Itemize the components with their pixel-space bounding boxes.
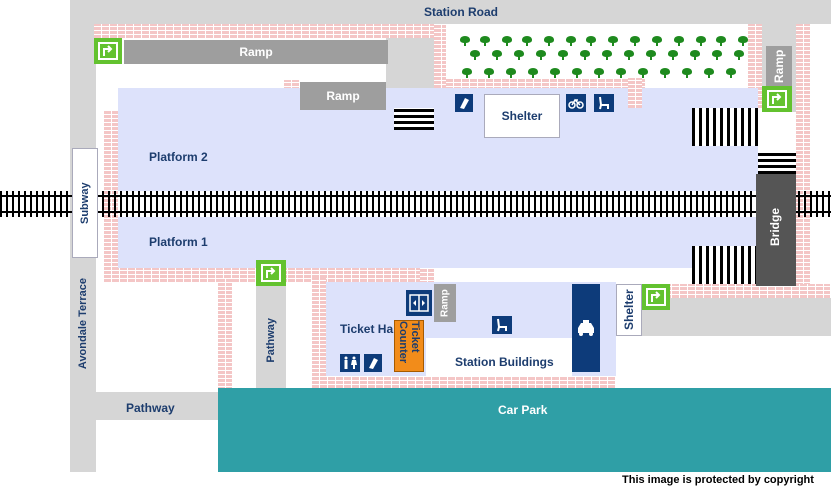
tree-icon <box>726 68 736 78</box>
tree-icon <box>462 68 472 78</box>
tree-icon <box>682 68 692 78</box>
bridge-label: Bridge <box>768 208 782 247</box>
tree-icon <box>470 50 480 60</box>
top-shelter: Shelter <box>484 94 560 138</box>
platform-1-label: Platform 1 <box>149 235 208 249</box>
platform-2-label: Platform 2 <box>149 150 208 164</box>
seat-icon <box>492 316 512 334</box>
tree-icon <box>536 50 546 60</box>
tree-icon <box>506 68 516 78</box>
tree-icon <box>696 36 706 46</box>
garden-right-wall <box>748 24 762 106</box>
tree-icon <box>660 68 670 78</box>
tree-icon <box>602 50 612 60</box>
tree-icon <box>586 36 596 46</box>
ticket-counter: Ticket Counter <box>394 320 424 372</box>
tree-icon <box>522 36 532 46</box>
tree-icon <box>514 50 524 60</box>
exit-sign-icon <box>261 264 281 282</box>
crossing-platform2 <box>692 108 758 146</box>
bridge <box>756 174 796 286</box>
exit-sign-icon <box>767 90 787 108</box>
crossing-bridge-top <box>758 150 796 174</box>
bicycle-icon <box>566 94 586 112</box>
tree-icon <box>608 36 618 46</box>
tree-icon <box>550 68 560 78</box>
station-road-label: Station Road <box>424 5 498 19</box>
exit-sign-pathway <box>256 260 286 286</box>
tree-icon <box>712 50 722 60</box>
crossing-platform1 <box>692 246 758 284</box>
tree-icon <box>484 68 494 78</box>
car-park-north-wall <box>312 376 616 388</box>
shelter-upper-wall <box>446 78 646 90</box>
info-point-icon <box>364 354 382 372</box>
tree-icon <box>646 50 656 60</box>
exit-sign-carpark <box>642 284 670 310</box>
tree-icon <box>528 68 538 78</box>
tree-icon <box>668 50 678 60</box>
station-buildings-label: Station Buildings <box>455 355 554 369</box>
car-park <box>218 388 831 472</box>
tree-icon <box>616 68 626 78</box>
tree-icon <box>704 68 714 78</box>
ticket-counter-label: Ticket Counter <box>397 321 421 364</box>
platform-1 <box>118 217 758 268</box>
east-boundary-wall <box>796 24 810 298</box>
tree-icon <box>566 36 576 46</box>
tree-icon <box>480 36 490 46</box>
middle-ramp: Ramp <box>300 82 386 110</box>
lift-icon <box>406 290 432 316</box>
tree-icon <box>558 50 568 60</box>
crossing-upper <box>394 108 434 130</box>
seat-icon <box>594 94 614 112</box>
tree-icon <box>734 50 744 60</box>
ticket-hall-ramp: Ramp <box>434 284 456 322</box>
right-ramp: Ramp <box>766 46 792 86</box>
ticket-hall-west-wall <box>312 278 326 388</box>
top-ramp: Ramp <box>124 40 388 64</box>
tree-icon <box>630 36 640 46</box>
right-shelter: Shelter <box>616 284 642 336</box>
exit-sign-icon <box>646 288 666 306</box>
taxi-icon <box>578 320 594 336</box>
exit-sign-icon <box>98 42 118 60</box>
tree-icon <box>572 68 582 78</box>
tree-icon <box>544 36 554 46</box>
bottom-pathway-label: Pathway <box>126 401 175 415</box>
station-buildings <box>426 338 572 376</box>
exit-sign-top <box>94 38 122 64</box>
station-road <box>70 0 831 24</box>
avondale-terrace-label: Avondale Terrace <box>77 278 89 370</box>
toilets-icon <box>340 354 360 372</box>
middle-pathway-label: Pathway <box>265 318 277 363</box>
car-park-label: Car Park <box>498 403 548 417</box>
exit-sign-right <box>762 86 792 112</box>
copyright-notice: This image is protected by copyright <box>622 474 814 486</box>
taxi-rank <box>572 284 600 372</box>
tree-icon <box>652 36 662 46</box>
middle-pathway <box>256 286 286 388</box>
tree-icon <box>690 50 700 60</box>
railway-track <box>0 191 831 217</box>
tree-icon <box>594 68 604 78</box>
subway: Subway <box>72 148 98 258</box>
ticket-hall-label: Ticket Ha <box>340 322 394 336</box>
top-boundary-wall <box>94 24 446 38</box>
tree-icon <box>460 36 470 46</box>
platform-2-west <box>118 122 448 191</box>
tree-icon <box>502 36 512 46</box>
tree-icon <box>738 36 748 46</box>
platform2-shelter-wall <box>628 78 642 108</box>
west-pathway-wall <box>218 278 232 390</box>
bottom-pathway <box>96 392 218 420</box>
tree-icon <box>716 36 726 46</box>
tree-icon <box>638 68 648 78</box>
tree-icon <box>492 50 502 60</box>
tree-icon <box>624 50 634 60</box>
info-point-icon <box>455 94 473 112</box>
tree-icon <box>674 36 684 46</box>
tree-icon <box>580 50 590 60</box>
